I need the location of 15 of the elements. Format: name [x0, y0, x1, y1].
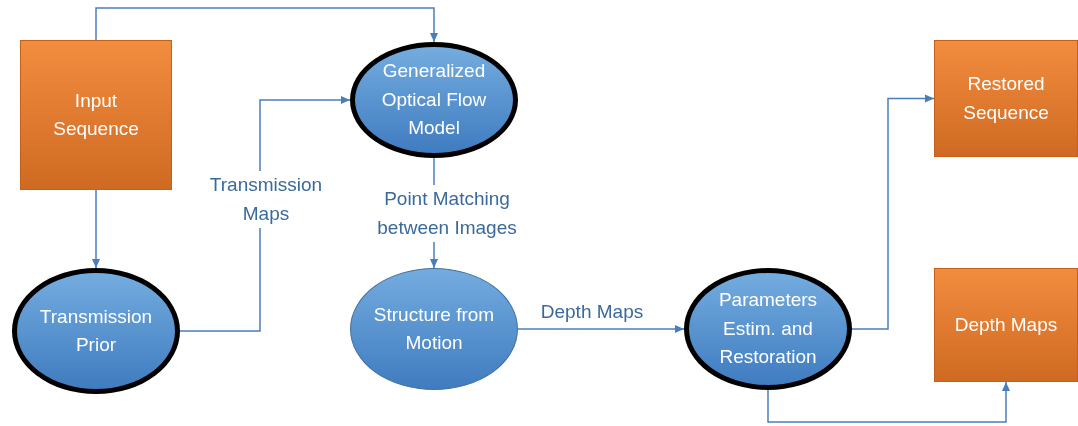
arrow: [851, 94, 935, 330]
node-label: Parameters Estim. and Restoration: [717, 288, 819, 370]
arrow: [92, 189, 100, 269]
node-label: Transmission Prior: [38, 304, 154, 357]
node-label: Restored Sequence: [962, 72, 1050, 125]
node-label: Depth Maps: [954, 312, 1058, 337]
arrow: [767, 381, 1010, 423]
output-box: [934, 40, 1078, 157]
output-box: [934, 268, 1078, 382]
arrow: [95, 7, 438, 43]
node-label: Input Sequence: [52, 88, 140, 141]
node-label: Structure from Motion: [372, 302, 496, 355]
arrow: [517, 325, 685, 333]
process-box: [20, 40, 172, 190]
node-label: Generalized Optical Flow Model: [380, 59, 488, 141]
